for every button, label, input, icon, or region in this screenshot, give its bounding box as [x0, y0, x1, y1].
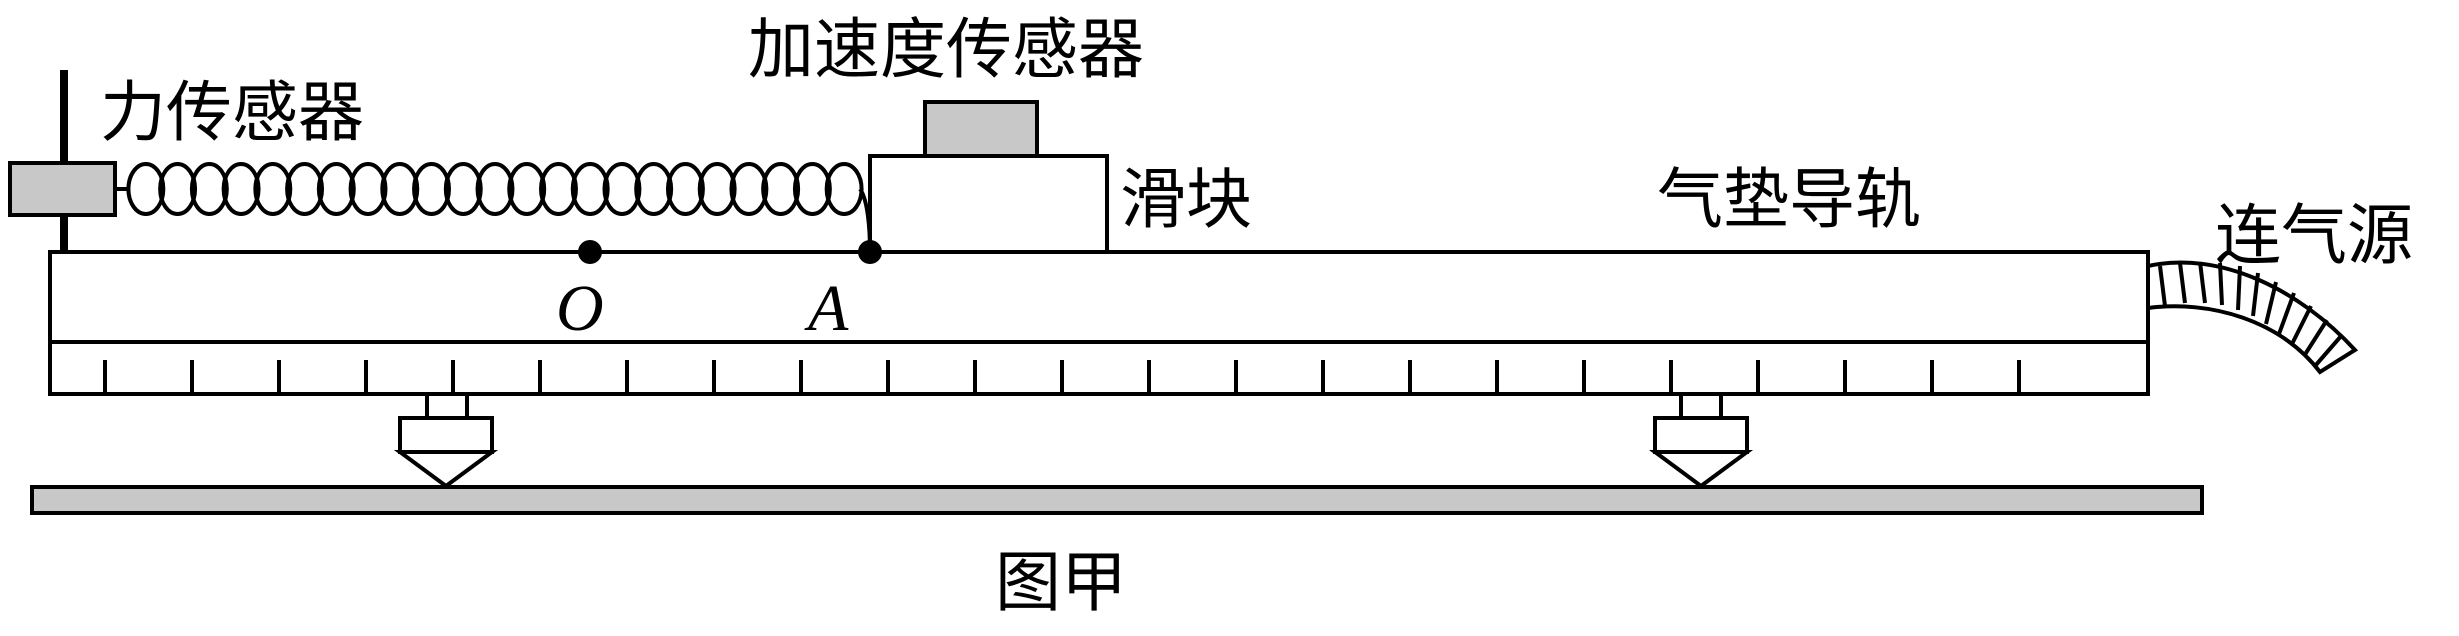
spring-coil: [634, 162, 674, 216]
spring-coil: [412, 162, 451, 216]
point-o-marker: [578, 240, 602, 264]
spring-coil: [539, 162, 578, 216]
point-a-label: A: [804, 272, 849, 345]
scale-ticks: [103, 360, 2021, 394]
spring-coil: [158, 162, 198, 216]
point-o-label: O: [556, 272, 604, 345]
figure-caption: 图甲: [995, 544, 1127, 621]
spring-coil: [570, 162, 610, 216]
left-support-foot: [393, 392, 499, 489]
air-track: [48, 250, 2150, 344]
spring-coil: [285, 162, 325, 216]
point-a-marker: [858, 240, 882, 264]
scale-ruler: [48, 340, 2150, 396]
spring-coil: [221, 162, 261, 216]
spring-coil: [507, 162, 547, 216]
slider-label: 滑块: [1120, 161, 1252, 238]
force-sensor: [8, 161, 117, 217]
spring-coil: [253, 162, 293, 216]
spring-coil: [792, 162, 832, 216]
spring-coil: [475, 162, 515, 216]
spring-coil: [729, 162, 769, 216]
right-support-foot: [1648, 392, 1754, 489]
spring-coil: [824, 162, 864, 216]
spring-coil: [348, 162, 388, 216]
spring-coil: [316, 162, 356, 216]
air-source-label: 连气源: [2215, 197, 2413, 274]
acceleration-sensor-label: 加速度传感器: [748, 11, 1144, 88]
spring-coil: [443, 162, 483, 216]
spring: [115, 162, 872, 253]
spring-coil: [380, 162, 420, 216]
air-track-label: 气垫导轨: [1657, 161, 1921, 238]
air-hose-hatching: [2158, 261, 2344, 368]
spring-coil: [697, 162, 737, 216]
spring-coil: [602, 162, 642, 216]
spring-coil: [126, 162, 166, 216]
force-sensor-label: 力传感器: [100, 74, 364, 151]
spring-coil: [665, 162, 705, 216]
table-surface: [30, 485, 2204, 515]
spring-coil: [189, 162, 229, 216]
spring-coil: [761, 162, 801, 216]
acceleration-sensor: [923, 100, 1039, 158]
